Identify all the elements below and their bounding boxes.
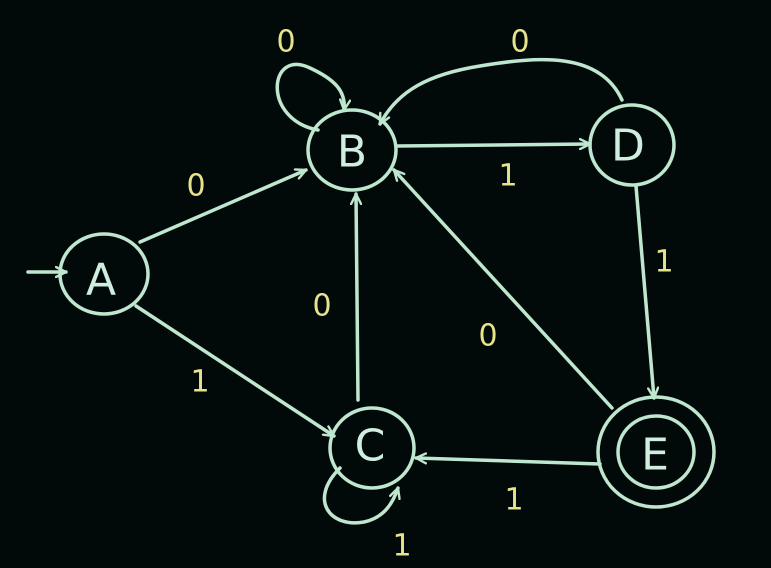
states: A B C D E: [58, 103, 716, 509]
edge-b-d: [396, 144, 592, 146]
edge-e-c-label: 1: [504, 483, 523, 518]
state-d-label: D: [611, 121, 645, 172]
edge-a-b: [138, 170, 308, 244]
edge-e-c: [414, 458, 602, 466]
edge-d-e-label: 1: [654, 245, 673, 280]
edge-d-e: [634, 184, 654, 400]
state-e-label: E: [641, 430, 669, 481]
edge-e-b-label: 0: [478, 319, 497, 354]
state-c-circle: [328, 406, 416, 490]
edge-b-d-label: 1: [498, 159, 517, 194]
edges: [134, 57, 654, 525]
edge-d-b-label: 0: [510, 25, 529, 60]
edge-d-b: [378, 57, 624, 126]
edge-a-b-label: 0: [186, 169, 205, 204]
edge-b-b: [275, 62, 344, 132]
edge-e-b: [392, 168, 614, 410]
state-d-circle: [588, 103, 676, 187]
state-e-inner-circle: [616, 414, 696, 490]
edge-a-c-label: 1: [190, 365, 209, 400]
edge-c-b: [356, 192, 358, 402]
edge-c-c-label: 1: [392, 529, 411, 564]
state-b-circle: [306, 108, 398, 192]
edge-c-c: [322, 466, 398, 525]
state-e-outer-circle: [596, 395, 716, 509]
state-a-label: A: [86, 255, 116, 306]
edge-c-b-label: 0: [312, 289, 331, 324]
edge-b-b-label: 0: [276, 25, 295, 60]
edge-a-c: [134, 304, 336, 438]
state-c-label: C: [355, 421, 386, 472]
edge-labels: 0 1 0 1 0 1 0 1 0 1: [186, 25, 673, 564]
state-b-label: B: [337, 127, 367, 178]
state-a-circle: [58, 232, 150, 316]
